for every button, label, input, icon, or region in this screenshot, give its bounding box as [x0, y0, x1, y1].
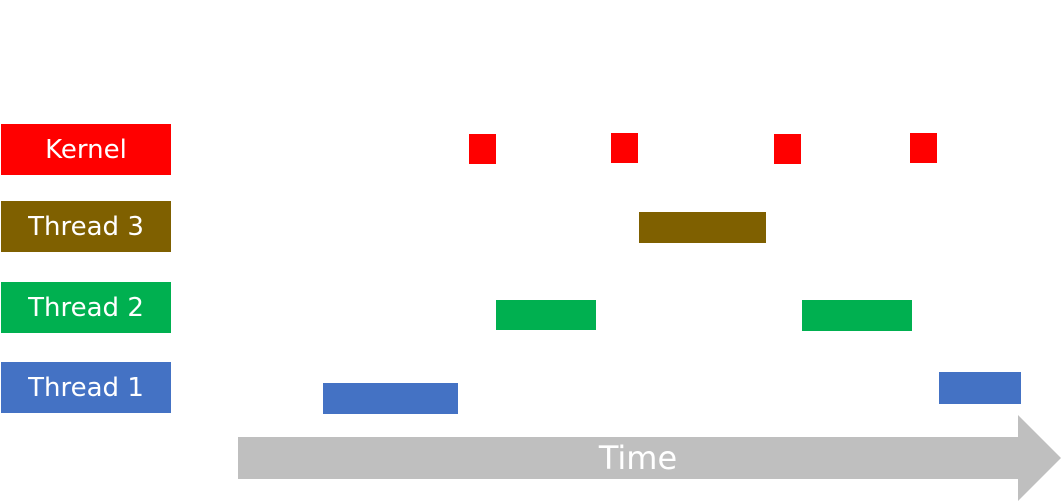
kernel-block — [469, 134, 496, 164]
kernel-block — [910, 133, 937, 163]
time-arrow-shape — [238, 415, 1061, 501]
thread-1-block — [323, 383, 458, 414]
thread-3-block — [639, 212, 766, 243]
thread-2-block — [802, 300, 912, 331]
time-axis-label: Time — [598, 439, 678, 477]
lane-label-kernel: Kernel — [1, 124, 171, 175]
thread-2-block — [496, 300, 596, 330]
thread-1-block — [939, 372, 1021, 404]
kernel-block — [774, 134, 801, 164]
lane-label-thread-2: Thread 2 — [1, 282, 171, 333]
lane-label-thread-1: Thread 1 — [1, 362, 171, 413]
kernel-block — [611, 133, 638, 163]
lane-label-thread-3: Thread 3 — [1, 201, 171, 252]
